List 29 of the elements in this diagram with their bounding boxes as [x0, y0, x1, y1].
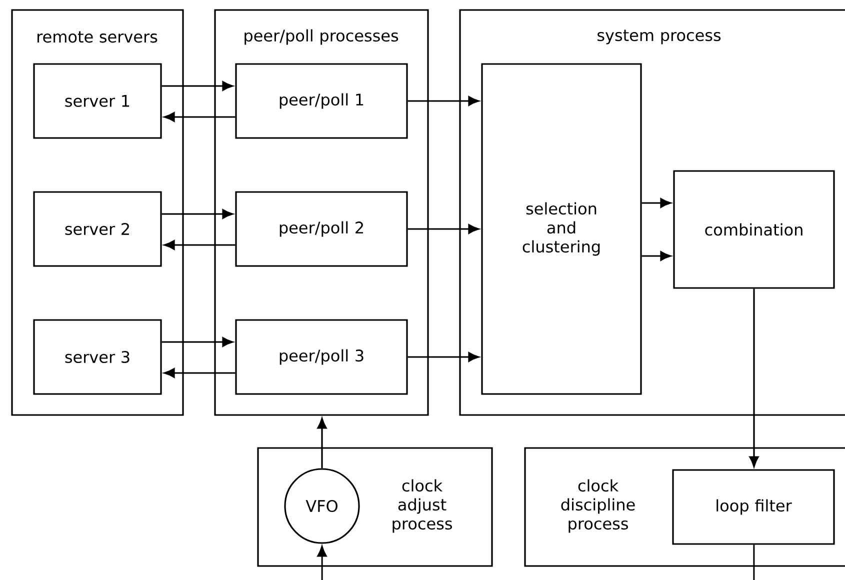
arrow	[408, 224, 480, 234]
arrow	[162, 209, 234, 219]
arrow	[164, 240, 236, 250]
process-box: combination	[673, 170, 835, 289]
process-box: peer/poll 2	[235, 191, 408, 267]
arrow	[408, 96, 480, 106]
group-heading: clock adjust process	[392, 479, 452, 533]
group-heading: clock discipline process	[561, 479, 635, 533]
circle-node: VFO	[284, 468, 360, 544]
arrow	[317, 418, 327, 468]
arrow	[164, 112, 236, 122]
arrow	[164, 368, 236, 378]
process-box: server 1	[33, 63, 162, 139]
arrow	[317, 546, 327, 580]
arrow	[162, 81, 234, 91]
arrow	[642, 251, 672, 261]
arrow	[408, 352, 480, 362]
process-box: server 2	[33, 191, 162, 267]
group-heading: system process	[598, 30, 721, 44]
arrow	[749, 288, 759, 468]
arrow	[642, 198, 672, 208]
process-box: peer/poll 1	[235, 63, 408, 139]
process-box: peer/poll 3	[235, 319, 408, 395]
group-heading: remote servers	[38, 31, 158, 43]
process-box: loop filter	[672, 469, 835, 545]
process-box: selection and clustering	[481, 63, 642, 395]
group-heading: peer/poll processes	[244, 29, 398, 45]
process-box: server 3	[33, 319, 162, 395]
arrow	[162, 337, 234, 347]
